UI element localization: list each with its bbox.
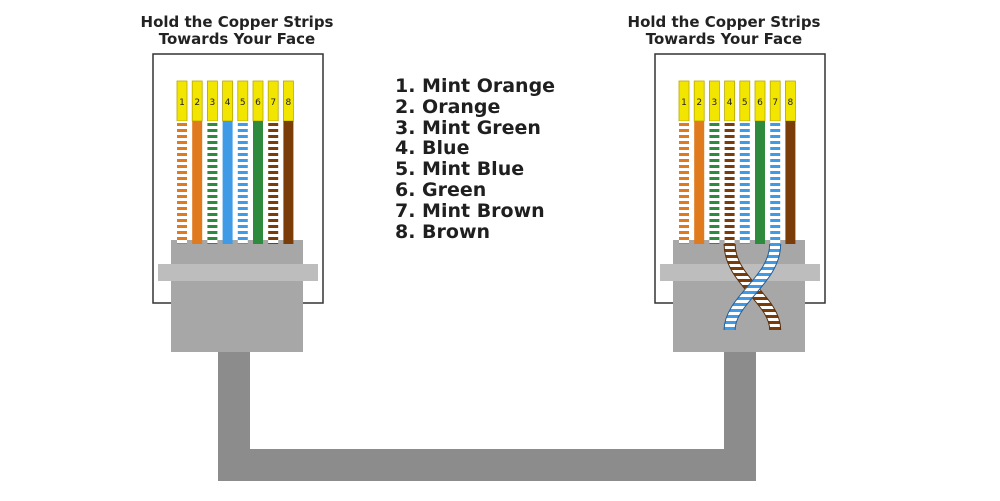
left-pin-number: 5 <box>240 98 246 108</box>
left-wire <box>283 121 294 244</box>
color-legend: 1. Mint Orange 2. Orange 3. Mint Green 4… <box>395 76 555 242</box>
left-pin-number: 1 <box>179 98 185 108</box>
legend-item: 1. Mint Orange <box>395 75 556 97</box>
left-latch-bar <box>158 264 318 281</box>
legend-item: 7. Mint Brown <box>395 199 545 222</box>
left-wire <box>177 121 187 244</box>
right-pin-number: 1 <box>681 98 687 108</box>
right-pin-number: 3 <box>712 98 718 108</box>
right-wire <box>724 121 735 245</box>
left-pin-number: 6 <box>255 98 261 108</box>
right-wire <box>679 121 689 244</box>
right-pin-number: 4 <box>727 98 733 108</box>
right-pin-number: 5 <box>742 98 748 108</box>
left-wire <box>237 121 248 244</box>
right-wire <box>770 121 781 245</box>
right-wire <box>709 121 720 244</box>
left-wire <box>207 121 218 244</box>
left-heading-line1: Hold the Copper Strips <box>140 13 334 31</box>
left-wire <box>222 121 233 244</box>
left-heading-line2: Towards Your Face <box>158 30 316 48</box>
left-pin-number: 2 <box>194 98 200 108</box>
legend-item: 6. Green <box>395 178 487 201</box>
legend-item: 2. Orange <box>395 95 501 118</box>
left-pin-number: 7 <box>270 98 276 108</box>
legend-item: 3. Mint Green <box>395 116 541 139</box>
patch-cable <box>218 352 756 481</box>
legend-item: 4. Blue <box>395 137 470 160</box>
right-connector-heading: Hold the Copper Strips Towards Your Face <box>594 14 854 48</box>
left-connector-heading: Hold the Copper Strips Towards Your Face <box>107 14 367 48</box>
left-boot <box>171 240 303 352</box>
right-wire <box>755 121 765 244</box>
left-pin-number: 4 <box>225 98 231 108</box>
twisted-wire-b <box>724 243 781 331</box>
left-pin-number: 3 <box>210 98 216 108</box>
legend-item: 8. Brown <box>395 220 491 243</box>
left-wire <box>268 121 279 244</box>
right-wire <box>694 121 705 244</box>
right-wire <box>785 121 796 244</box>
legend-item: 5. Mint Blue <box>395 158 525 181</box>
right-heading-line2: Towards Your Face <box>645 30 803 48</box>
right-heading-line1: Hold the Copper Strips <box>627 13 821 31</box>
right-pin-number: 6 <box>757 98 763 108</box>
left-wire <box>192 121 203 244</box>
left-pin-number: 8 <box>286 98 292 108</box>
right-pin-number: 7 <box>772 98 778 108</box>
right-pin-number: 8 <box>788 98 794 108</box>
left-wire <box>253 121 263 244</box>
right-wire <box>739 121 750 244</box>
right-pin-number: 2 <box>696 98 702 108</box>
